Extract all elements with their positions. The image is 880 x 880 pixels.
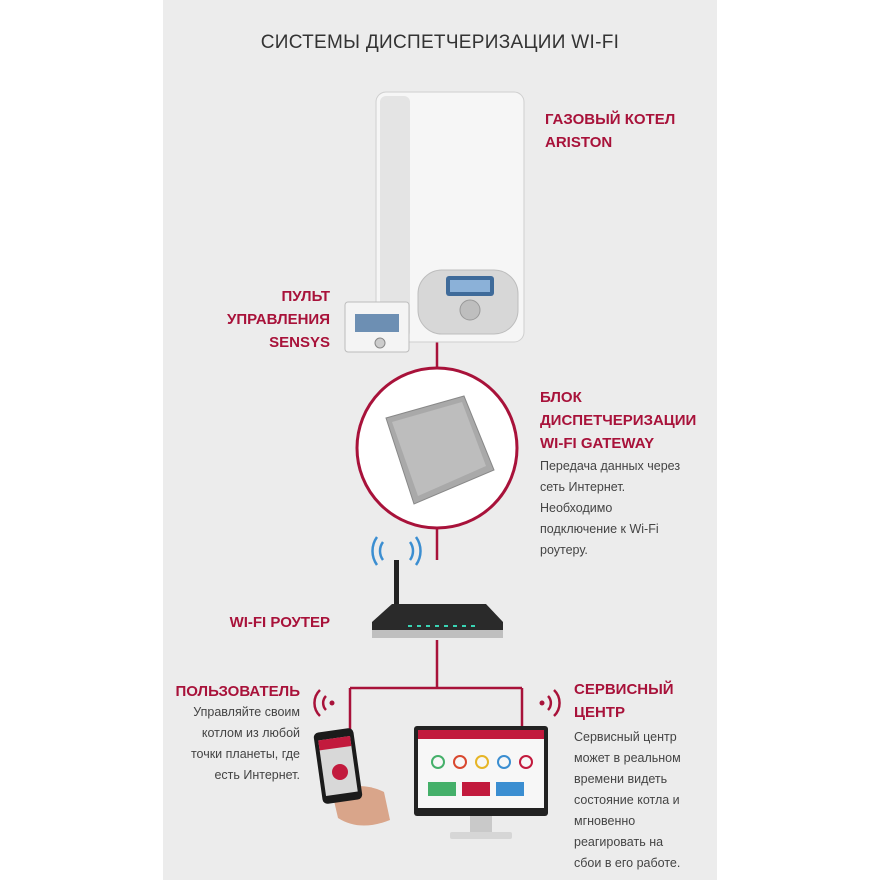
gateway-description: Передача данных через сеть Интернет. Нео… xyxy=(540,459,681,557)
service-label: СЕРВИСНЫЙ ЦЕНТР xyxy=(574,681,674,721)
connection-lines xyxy=(348,342,524,730)
wifi-router-image xyxy=(371,536,503,638)
monitor-image xyxy=(414,726,548,839)
smartphone-image xyxy=(313,728,390,826)
boiler-label: ГАЗОВЫЙ КОТЕЛ ARISTON xyxy=(545,111,676,151)
page-title: СИСТЕМЫ ДИСПЕТЧЕРИЗАЦИИ WI-FI xyxy=(260,32,620,53)
user-signal-icon xyxy=(313,689,335,717)
service-description: Сервисный центр может в реальном времени… xyxy=(574,730,681,870)
user-label: ПОЛЬЗОВАТЕЛЬ xyxy=(175,683,300,700)
service-signal-icon xyxy=(539,689,561,717)
router-label: WI-FI РОУТЕР xyxy=(229,614,330,631)
user-description: Управляйте своим котлом из любой точки п… xyxy=(190,705,300,782)
gas-boiler-image xyxy=(375,91,525,343)
gateway-image xyxy=(355,366,519,530)
gateway-label: БЛОК ДИСПЕТЧЕРИЗАЦИИ WI-FI GATEWAY xyxy=(540,389,697,452)
remote-label: ПУЛЬТ УПРАВЛЕНИЯ SENSYS xyxy=(226,288,330,351)
remote-sensys-image xyxy=(344,301,410,353)
